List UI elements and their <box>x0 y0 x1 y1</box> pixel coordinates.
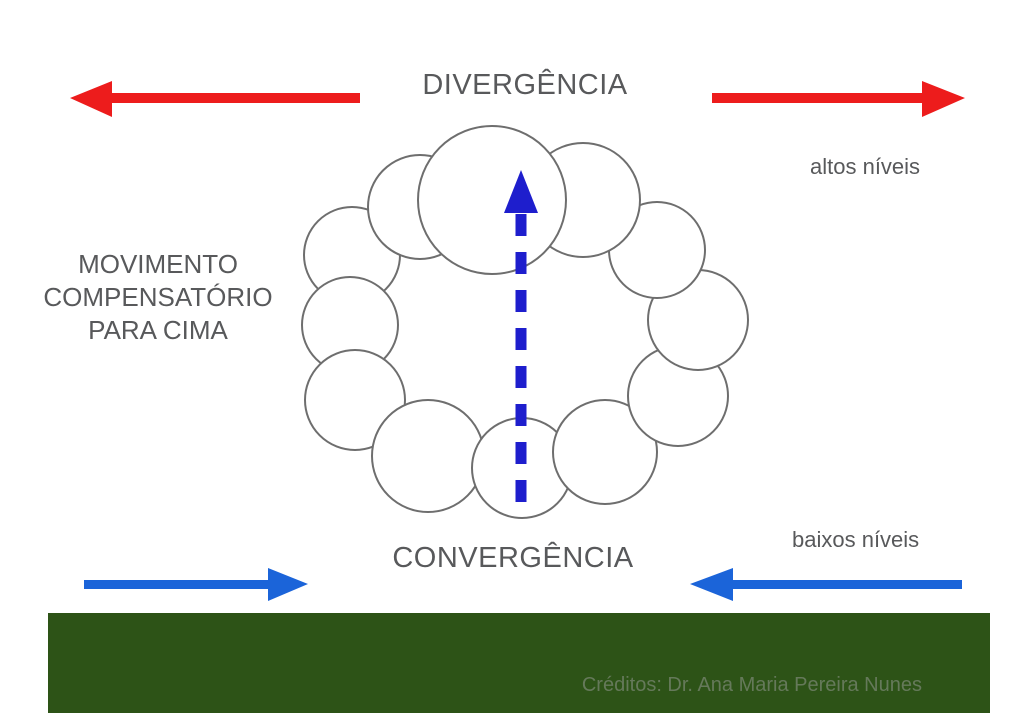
credits-text: Créditos: Dr. Ana Maria Pereira Nunes <box>581 674 922 696</box>
divergence-arrow-left-icon <box>70 81 360 117</box>
cloud-lobe <box>371 399 485 513</box>
updraft-arrowhead-icon <box>504 170 538 213</box>
divergence-arrow-right-icon <box>712 81 965 117</box>
cloud <box>301 125 749 519</box>
ground-band <box>48 613 990 713</box>
cloud-lobe <box>304 349 406 451</box>
compensatory-movement-line3: PARA CIMA <box>88 315 228 345</box>
compensatory-movement-line2: COMPENSATÓRIO <box>43 282 273 312</box>
divergence-title: DIVERGÊNCIA <box>422 69 628 101</box>
cloud-lobe <box>417 125 567 275</box>
lower-levels-label: baixos níveis <box>792 527 920 552</box>
upper-levels-label: altos níveis <box>810 154 921 179</box>
cloud-lobe <box>552 399 658 505</box>
compensatory-movement-line1: MOVIMENTO <box>78 249 238 279</box>
convergence-arrow-left-icon <box>84 568 308 601</box>
convergence-title: CONVERGÊNCIA <box>392 542 634 574</box>
compensatory-movement-label: MOVIMENTO COMPENSATÓRIO PARA CIMA <box>8 248 308 347</box>
convergence-arrow-right-icon <box>690 568 962 601</box>
